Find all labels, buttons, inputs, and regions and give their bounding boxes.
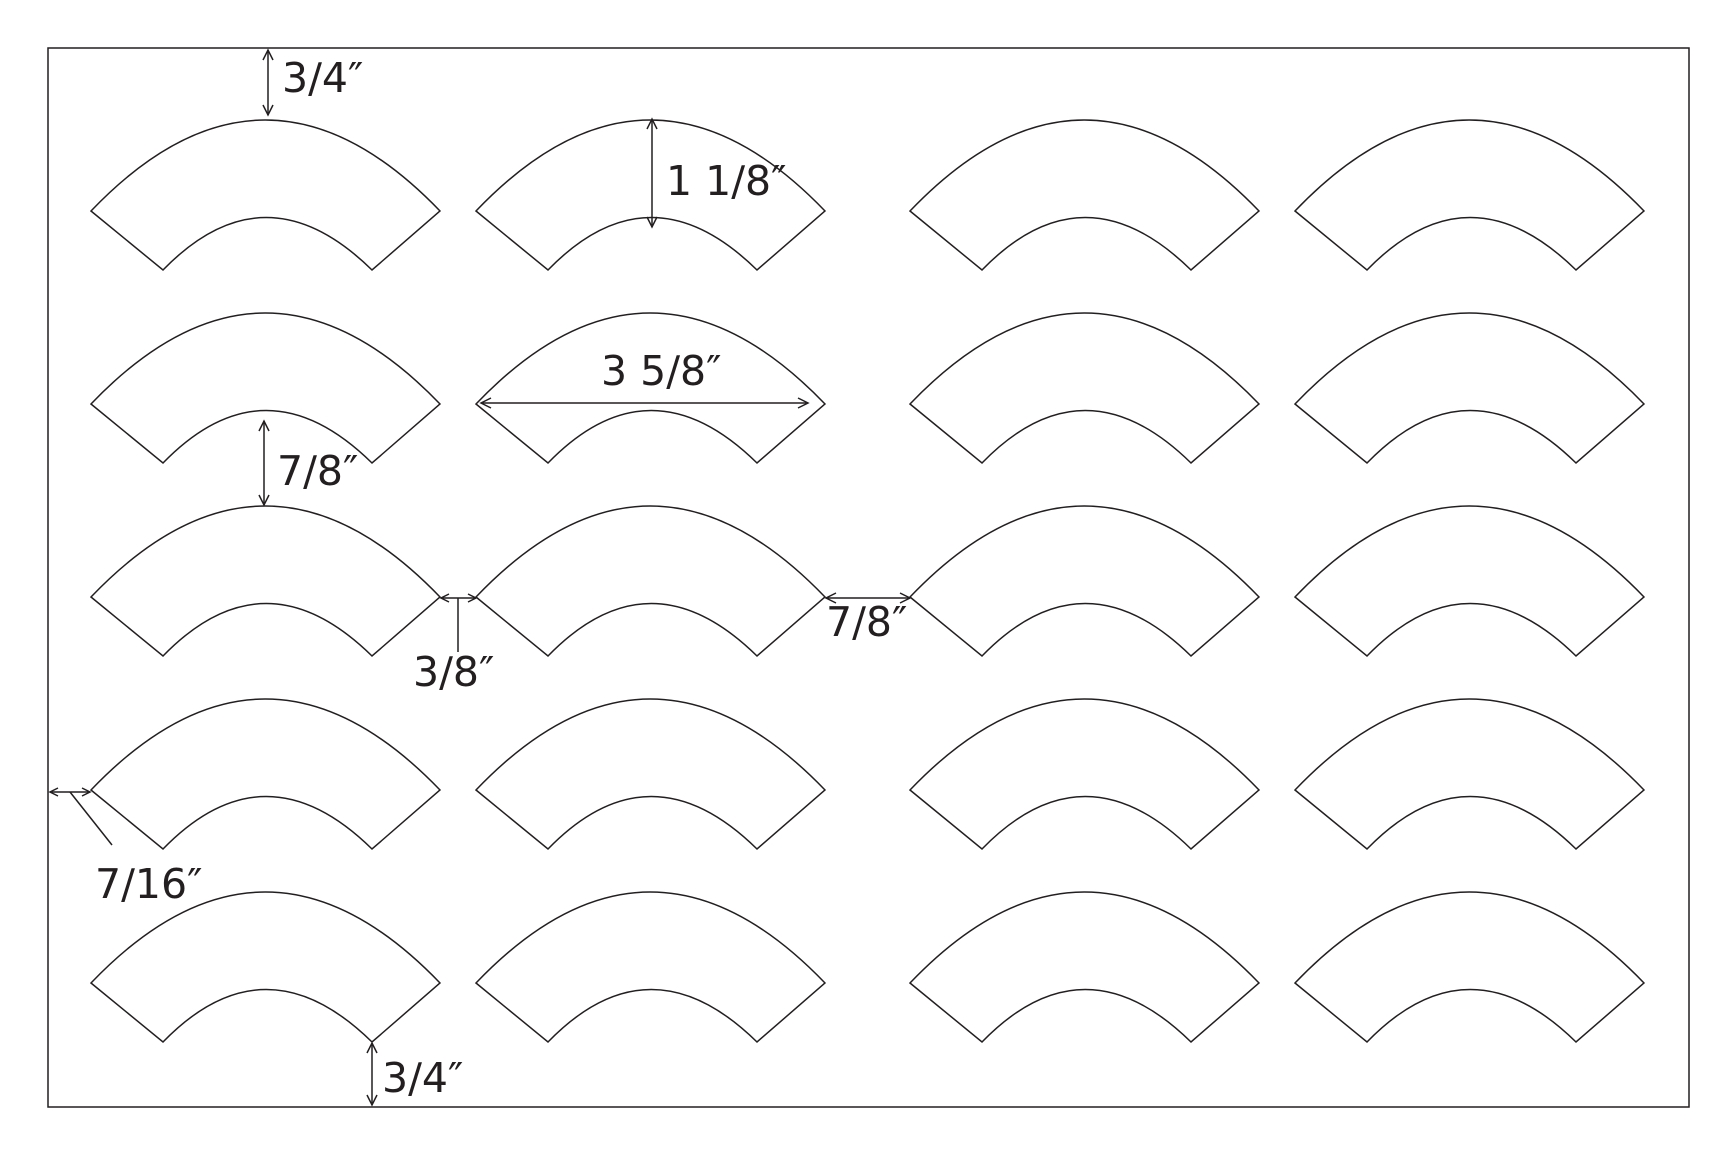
arrowhead <box>646 117 658 130</box>
arc-label-r4-c2 <box>474 698 827 851</box>
arrowhead <box>81 787 92 797</box>
arc-label-r4-c3 <box>908 698 1261 851</box>
arc-label-r2-c1 <box>89 312 442 465</box>
arc-label-r5-c2 <box>474 891 827 1044</box>
label-shapes <box>89 119 1646 1044</box>
dimension-lines <box>48 48 912 1107</box>
arc-label-r3-c3 <box>908 505 1261 658</box>
arrowhead <box>797 397 810 409</box>
horizontal-gap-small-label: 3/8″ <box>413 648 494 696</box>
arrowhead <box>479 397 492 409</box>
arrowhead <box>899 592 912 604</box>
arc-label-r2-c2 <box>474 312 827 465</box>
arrowhead <box>467 593 478 603</box>
arrowhead <box>262 48 274 61</box>
arc-label-r5-c4 <box>1293 891 1646 1044</box>
arc-label-r4-c1 <box>89 698 442 851</box>
arrowhead <box>366 1041 378 1054</box>
arrowhead <box>48 787 59 797</box>
arc-label-r1-c1 <box>89 119 442 272</box>
horizontal-gap-large-label: 7/8″ <box>826 598 907 646</box>
left-margin-label: 7/16″ <box>95 860 202 908</box>
dimension-labels: 3/4″ 1 1/8″ 3 5/8″ 7/8″ 3/8″ 7/8″ 7/16″ … <box>95 54 907 1102</box>
arc-label-r5-c1 <box>89 891 442 1044</box>
bottom-margin-label: 3/4″ <box>382 1054 463 1102</box>
arc-label-r1-c3 <box>908 119 1261 272</box>
label-width-label: 3 5/8″ <box>601 347 721 395</box>
arrowhead <box>366 1094 378 1107</box>
arc-label-r3-c2 <box>474 505 827 658</box>
arc-label-r3-c1 <box>89 505 442 658</box>
label-height-label: 1 1/8″ <box>666 157 786 205</box>
top-margin-label: 3/4″ <box>282 54 363 102</box>
arrowhead <box>439 593 450 603</box>
vertical-gap-label: 7/8″ <box>277 447 358 495</box>
arrowhead <box>646 216 658 229</box>
arc-label-r1-c4 <box>1293 119 1646 272</box>
arc-label-r5-c3 <box>908 891 1261 1044</box>
arc-label-r3-c4 <box>1293 505 1646 658</box>
arrowhead <box>262 104 274 117</box>
arc-label-r2-c3 <box>908 312 1261 465</box>
arc-label-r1-c2 <box>474 119 827 272</box>
arrowhead <box>824 592 837 604</box>
left-margin-leader <box>69 791 113 846</box>
arrowhead <box>258 494 270 507</box>
arrowhead <box>258 419 270 432</box>
arc-label-r4-c4 <box>1293 698 1646 851</box>
arc-label-r2-c4 <box>1293 312 1646 465</box>
